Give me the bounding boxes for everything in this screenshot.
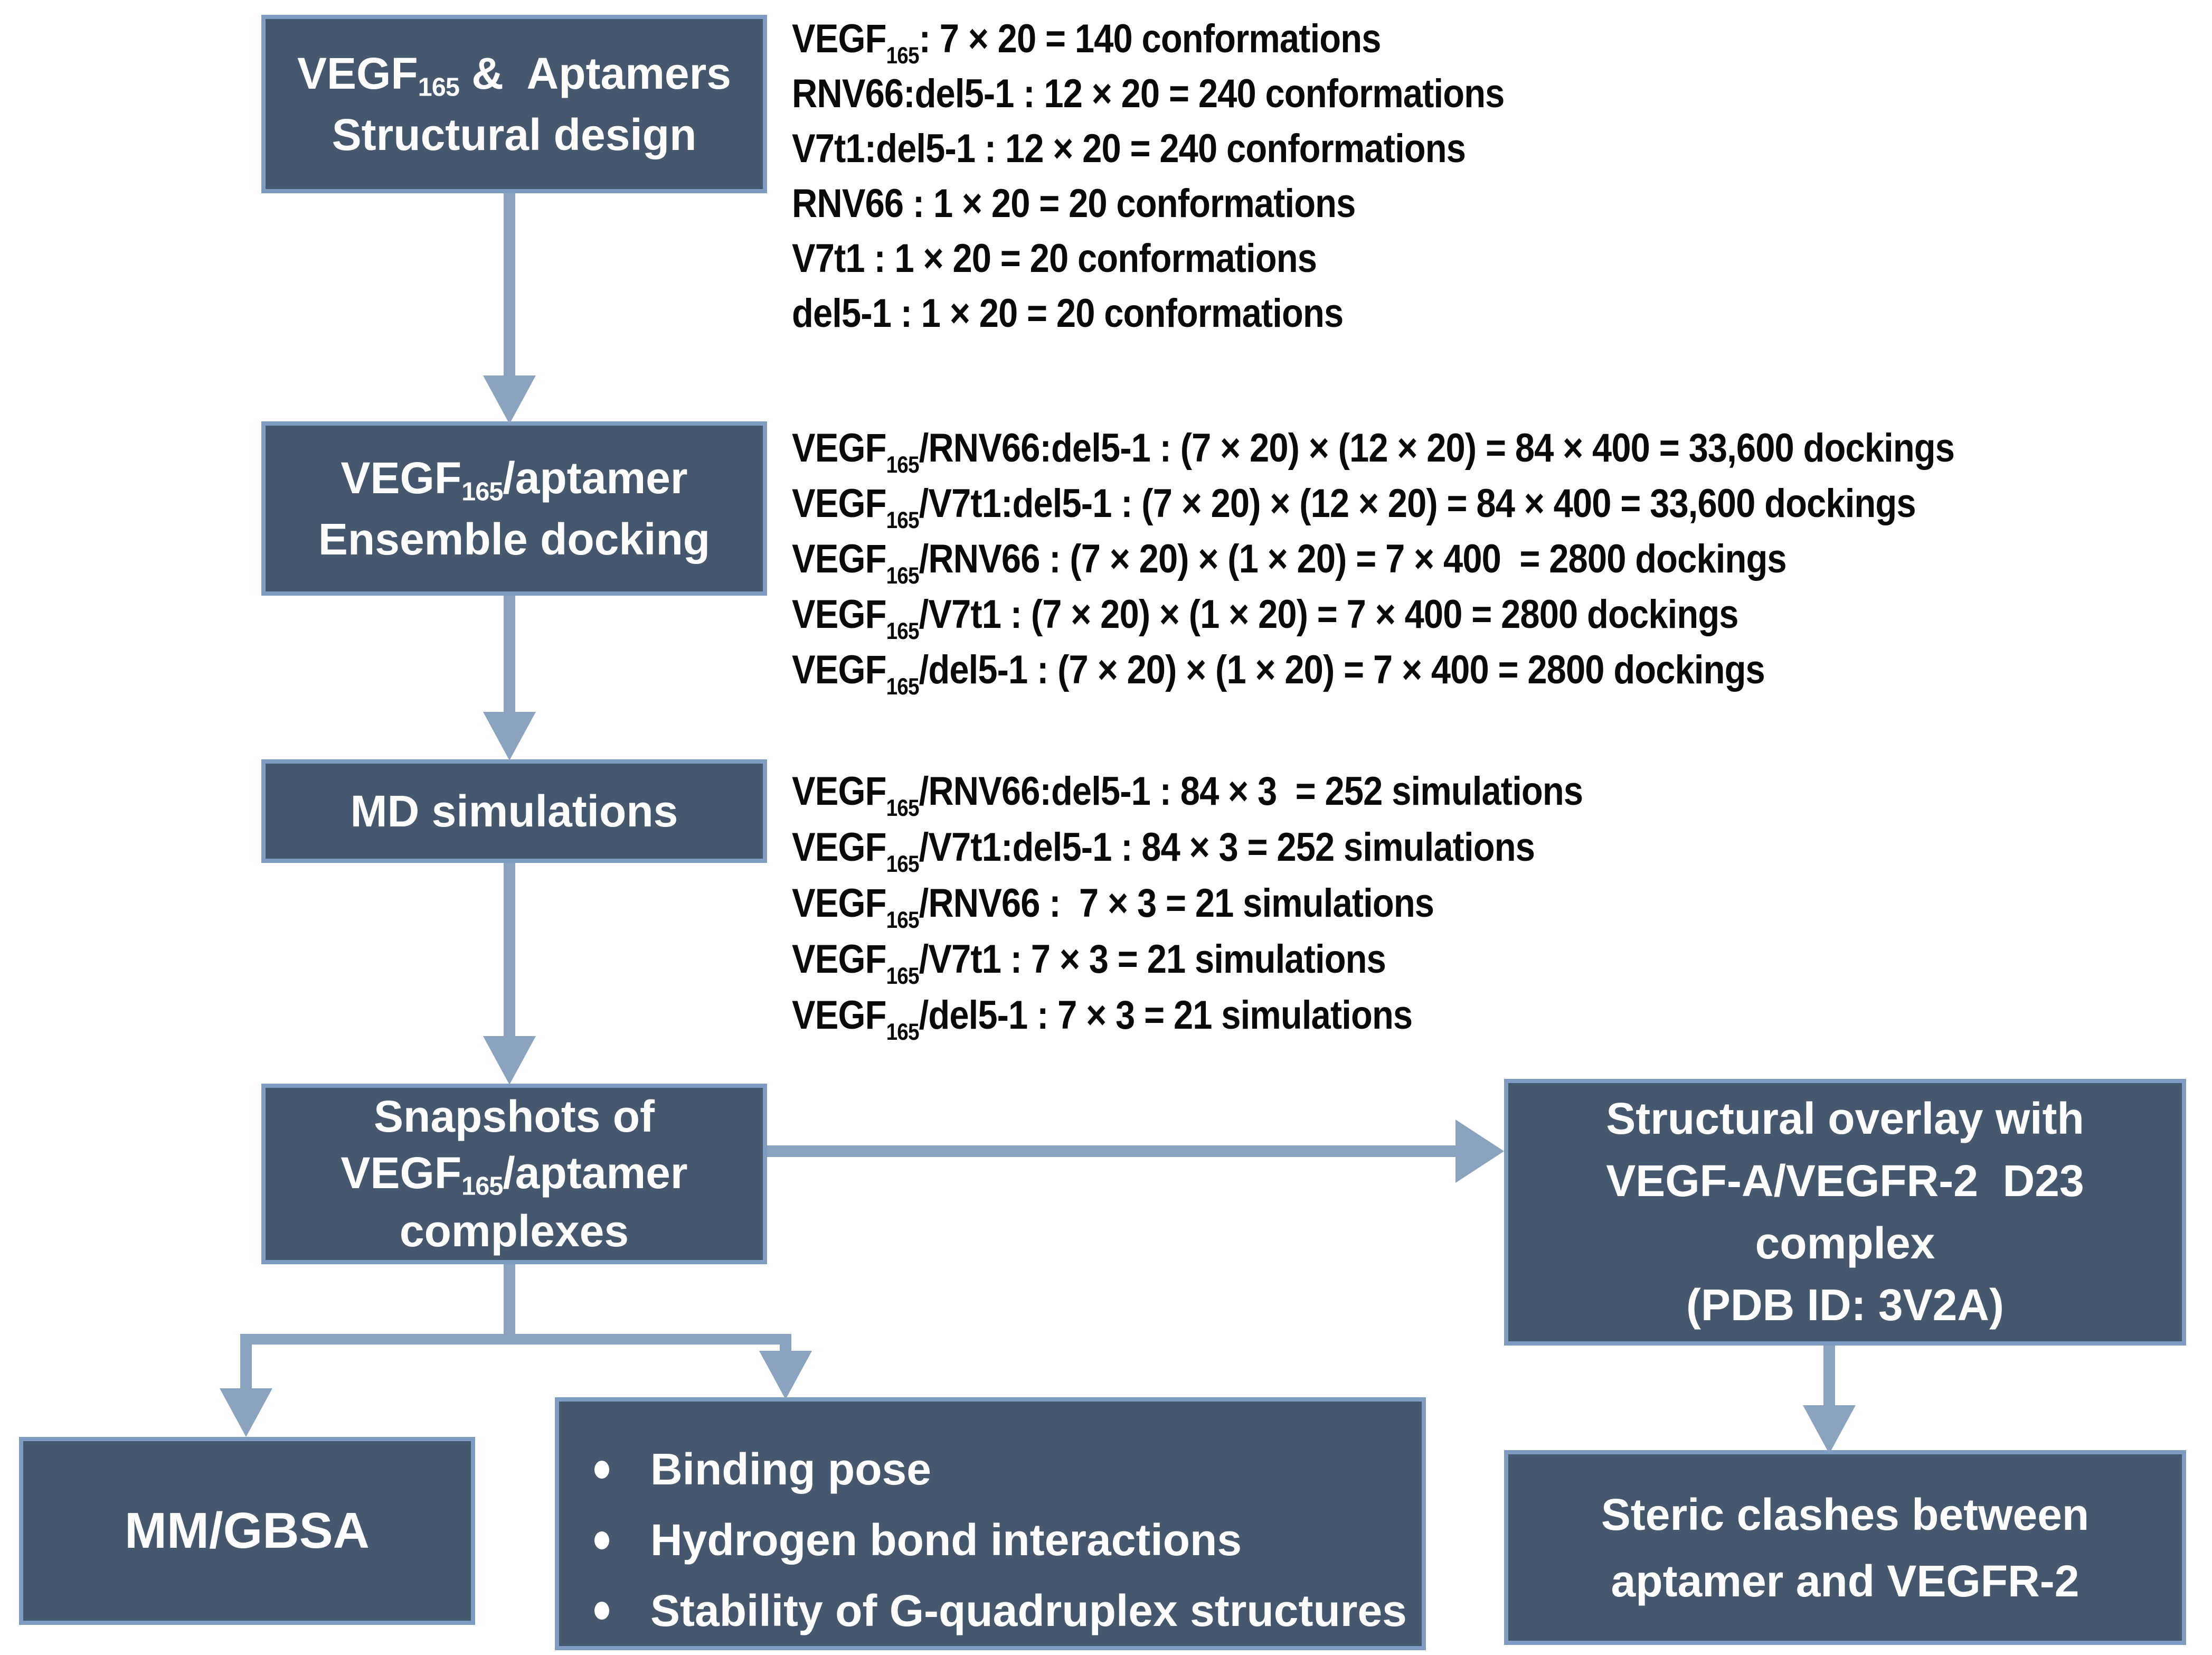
- box-snapshots: Snapshots of VEGF165/aptamer complexes: [261, 1084, 767, 1264]
- arrow-split-to-mmgbsa: [240, 1334, 252, 1389]
- simulations-text-block: VEGF165/RNV66:del5-1 : 84 × 3 = 252 simu…: [792, 764, 1690, 1046]
- box-structural-overlay: Structural overlay with VEGF-A/VEGFR-2 D…: [1504, 1079, 2186, 1346]
- arrowhead-down-icon: [1803, 1405, 1856, 1454]
- simulations-line: VEGF165/V7t1 : 7 × 3 = 21 simulations: [792, 937, 1386, 990]
- box-snapshots-line1: Snapshots of: [373, 1092, 655, 1142]
- arrowhead-down-icon: [220, 1388, 272, 1437]
- box-snapshots-line3: complexes: [399, 1206, 629, 1256]
- box-ensemble-docking-line1: VEGF165/aptamer: [341, 453, 688, 506]
- box-analysis-list: Binding pose Hydrogen bond interactions …: [555, 1397, 1426, 1650]
- arrowhead-down-icon: [483, 1036, 536, 1085]
- box-md-simulations: MD simulations: [261, 759, 767, 863]
- arrow-md-to-snapshots: [504, 863, 515, 1036]
- analysis-bullet-row: Hydrogen bond interactions: [588, 1505, 1242, 1576]
- box-md-simulations-line1: MD simulations: [350, 786, 678, 836]
- bullet-dot-icon: [594, 1531, 609, 1549]
- box-steric-clashes-line2: aptamer and VEGFR-2: [1611, 1556, 2079, 1606]
- analysis-bullet-row: Binding pose: [588, 1434, 931, 1505]
- box-structural-overlay-line2: VEGF-A/VEGFR-2 D23: [1606, 1155, 2084, 1206]
- conformations-text-block: VEGF165: 7 × 20 = 140 conformations RNV6…: [792, 12, 1602, 341]
- box-mmgbsa: MM/GBSA: [19, 1437, 475, 1625]
- analysis-bullet-row: Stability of G-quadruplex structures: [588, 1575, 1407, 1646]
- simulations-line: VEGF165/RNV66 : 7 × 3 = 21 simulations: [792, 881, 1434, 934]
- box-structural-overlay-line4: (PDB ID: 3V2A): [1686, 1280, 2005, 1330]
- arrow-snapshots-split-bar: [240, 1334, 791, 1344]
- arrow-snapshots-to-overlay: [767, 1145, 1457, 1157]
- analysis-bullet-text: Stability of G-quadruplex structures: [650, 1585, 1407, 1635]
- bullet-dot-icon: [594, 1602, 609, 1620]
- box-steric-clashes: Steric clashes between aptamer and VEGFR…: [1504, 1450, 2186, 1645]
- arrowhead-right-icon: [1455, 1120, 1504, 1183]
- simulations-line: VEGF165/V7t1:del5-1 : 84 × 3 = 252 simul…: [792, 825, 1535, 878]
- conformations-line: V7t1 : 1 × 20 = 20 conformations: [792, 236, 1317, 281]
- box-ensemble-docking-line2: Ensemble docking: [318, 514, 711, 565]
- simulations-line: VEGF165/RNV66:del5-1 : 84 × 3 = 252 simu…: [792, 769, 1583, 822]
- arrow-split-to-analysis: [780, 1334, 791, 1352]
- bullet-dot-icon: [594, 1460, 609, 1479]
- dockings-line: VEGF165/RNV66 : (7 × 20) × (1 × 20) = 7 …: [792, 537, 1787, 589]
- conformations-line: RNV66 : 1 × 20 = 20 conformations: [792, 181, 1356, 226]
- box-ensemble-docking: VEGF165/aptamer Ensemble docking: [261, 421, 767, 596]
- box-structural-design-line1: VEGF165 & Aptamers: [297, 48, 732, 101]
- box-structural-overlay-line3: complex: [1755, 1218, 1935, 1268]
- dockings-line: VEGF165/V7t1 : (7 × 20) × (1 × 20) = 7 ×…: [792, 592, 1738, 644]
- dockings-line: VEGF165/RNV66:del5-1 : (7 × 20) × (12 × …: [792, 426, 1955, 478]
- conformations-line: del5-1 : 1 × 20 = 20 conformations: [792, 291, 1344, 336]
- conformations-line: VEGF165: 7 × 20 = 140 conformations: [792, 16, 1381, 69]
- box-steric-clashes-line1: Steric clashes between: [1601, 1489, 2090, 1539]
- box-structural-design-line2: Structural design: [332, 110, 697, 160]
- conformations-line: RNV66:del5-1 : 12 × 20 = 240 conformatio…: [792, 71, 1505, 116]
- dockings-line: VEGF165/del5-1 : (7 × 20) × (1 × 20) = 7…: [792, 647, 1765, 700]
- arrow-snapshots-split-stem: [504, 1264, 515, 1339]
- arrowhead-down-icon: [483, 712, 536, 760]
- arrow-design-to-docking: [504, 193, 515, 375]
- arrowhead-down-icon: [483, 375, 536, 424]
- box-snapshots-line2: VEGF165/aptamer: [341, 1148, 688, 1201]
- dockings-line: VEGF165/V7t1:del5-1 : (7 × 20) × (12 × 2…: [792, 481, 1916, 533]
- arrow-docking-to-md: [504, 596, 515, 712]
- analysis-bullet-text: Binding pose: [650, 1444, 931, 1494]
- arrowhead-down-icon: [759, 1351, 812, 1399]
- box-mmgbsa-line1: MM/GBSA: [125, 1502, 370, 1559]
- conformations-line: V7t1:del5-1 : 12 × 20 = 240 conformation…: [792, 126, 1466, 171]
- box-structural-design: VEGF165 & Aptamers Structural design: [261, 15, 767, 193]
- arrow-overlay-to-steric: [1823, 1346, 1835, 1406]
- box-structural-overlay-line1: Structural overlay with: [1606, 1094, 2084, 1144]
- simulations-line: VEGF165/del5-1 : 7 × 3 = 21 simulations: [792, 993, 1413, 1046]
- analysis-bullet-text: Hydrogen bond interactions: [650, 1515, 1242, 1565]
- dockings-text-block: VEGF165/RNV66:del5-1 : (7 × 20) × (12 × …: [792, 420, 2113, 700]
